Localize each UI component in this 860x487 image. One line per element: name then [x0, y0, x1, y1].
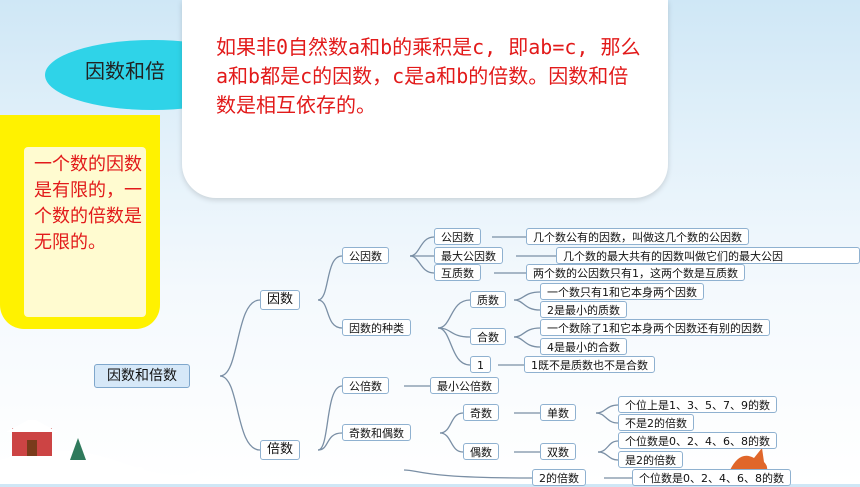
leaf-huzhi[interactable]: 两个数的公因数只有1，这两个数是互质数 [526, 264, 745, 281]
node-heshu[interactable]: 合数 [470, 328, 506, 345]
node-zhonglei[interactable]: 因数的种类 [342, 319, 411, 336]
node-two-bs[interactable]: 2的倍数 [532, 469, 586, 486]
node-danshu[interactable]: 单数 [540, 404, 576, 421]
leaf-zhishu-1[interactable]: 一个数只有1和它本身两个因数 [540, 283, 704, 300]
node-yinshu[interactable]: 因数 [260, 290, 301, 310]
node-beishu[interactable]: 倍数 [260, 440, 301, 460]
node-gongyinshu[interactable]: 公因数 [342, 247, 389, 264]
leaf-gys-def[interactable]: 几个数公有的因数，叫做这几个数的公因数 [526, 228, 749, 245]
leaf-zdgys[interactable]: 几个数的最大共有的因数叫做它们的最大公因 [556, 247, 860, 264]
node-jishu[interactable]: 奇数 [463, 404, 499, 421]
leaf-heshu-1[interactable]: 一个数除了1和它本身两个因数还有别的因数 [540, 319, 770, 336]
definition-text: 如果非0自然数a和b的乘积是c, 即ab=c, 那么a和b都是c的因数，c是a和… [216, 35, 641, 117]
node-one[interactable]: 1 [470, 356, 491, 373]
note-inner-panel [24, 147, 146, 317]
node-oushu[interactable]: 偶数 [463, 443, 499, 460]
node-shuangshu[interactable]: 双数 [540, 443, 576, 460]
node-jiou[interactable]: 奇数和偶数 [342, 424, 411, 441]
node-gys-def[interactable]: 公因数 [434, 228, 481, 245]
node-huzhi[interactable]: 互质数 [434, 264, 481, 281]
definition-callout [182, 0, 668, 198]
leaf-jishu-1[interactable]: 个位上是1、3、5、7、9的数 [618, 396, 777, 413]
leaf-oushu-1[interactable]: 个位数是0、2、4、6、8的数 [618, 432, 777, 449]
node-gongbeishu[interactable]: 公倍数 [342, 377, 389, 394]
leaf-jishu-2[interactable]: 不是2的倍数 [618, 414, 694, 431]
node-zhishu[interactable]: 质数 [470, 291, 506, 308]
node-zdgys[interactable]: 最大公因数 [434, 247, 503, 264]
leaf-two-bs[interactable]: 个位数是0、2、4、6、8的数 [632, 469, 791, 486]
note-text: 一个数的因数是有限的，一个数的倍数是无限的。 [34, 154, 142, 253]
topic-title: 因数和倍 [85, 59, 165, 83]
leaf-zhishu-2[interactable]: 2是最小的质数 [540, 301, 627, 318]
root-node[interactable]: 因数和倍数 [94, 364, 190, 388]
leaf-zxgbs[interactable]: 最小公倍数 [430, 377, 499, 394]
leaf-heshu-2[interactable]: 4是最小的合数 [540, 338, 627, 355]
snowy-cottage-decoration [0, 420, 200, 484]
leaf-one[interactable]: 1既不是质数也不是合数 [524, 356, 655, 373]
leaf-oushu-2[interactable]: 是2的倍数 [618, 451, 683, 468]
